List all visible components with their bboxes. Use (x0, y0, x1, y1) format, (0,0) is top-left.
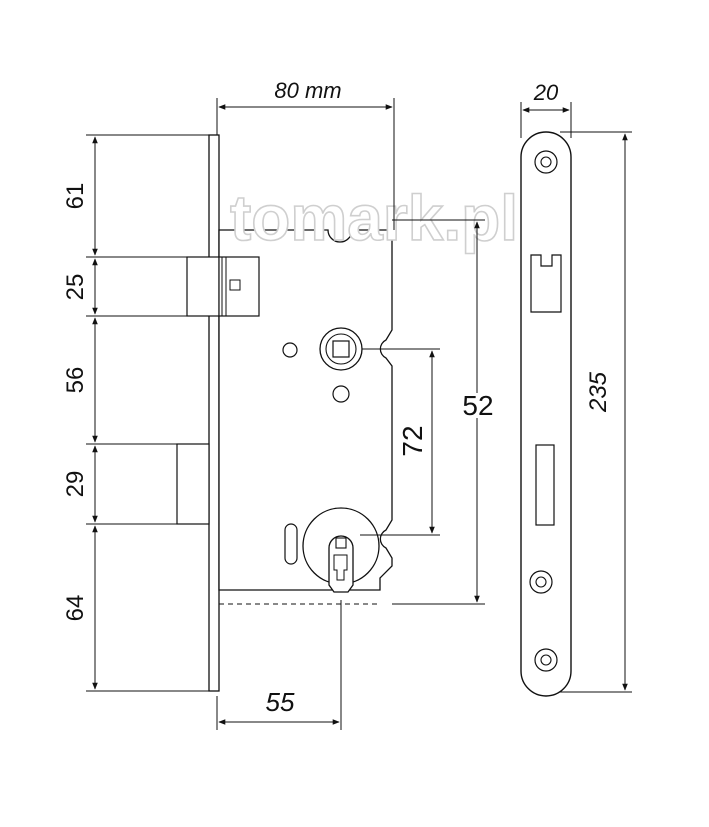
handle-follower (319, 327, 363, 371)
strike-plate (520, 131, 572, 697)
dimension-29-label: 29 (62, 471, 89, 498)
dimension-61-label: 61 (62, 183, 89, 210)
dimension-52: 52 (392, 219, 497, 605)
dimension-55-label: 55 (266, 687, 295, 717)
dimension-80mm: 80 mm (216, 78, 395, 230)
body-screw-hole (332, 385, 350, 403)
lock-faceplate-edge (208, 134, 220, 692)
dimension-chain-left: 61 25 56 29 64 (62, 134, 209, 692)
body-screw-hole (282, 342, 298, 358)
dimension-235-label: 235 (585, 371, 612, 413)
dimension-235: 235 (560, 131, 632, 693)
dimension-56-label: 56 (62, 367, 89, 394)
dimension-80mm-label: 80 mm (274, 78, 341, 103)
body-slot-hole (284, 523, 298, 565)
dimension-72-label: 72 (397, 425, 428, 456)
cylinder-keyhole (302, 507, 380, 593)
watermark-text: tomark.pl (230, 182, 518, 254)
dimension-55: 55 (216, 600, 342, 730)
dead-bolt (176, 443, 210, 525)
dimension-20: 20 (520, 80, 572, 138)
latch-bolt (186, 256, 260, 317)
dimension-25-label: 25 (62, 274, 89, 301)
dimension-72: 72 (360, 348, 440, 536)
dimension-64-label: 64 (62, 595, 89, 622)
dimension-20-label: 20 (533, 80, 559, 105)
dimension-52-label: 52 (462, 390, 493, 421)
